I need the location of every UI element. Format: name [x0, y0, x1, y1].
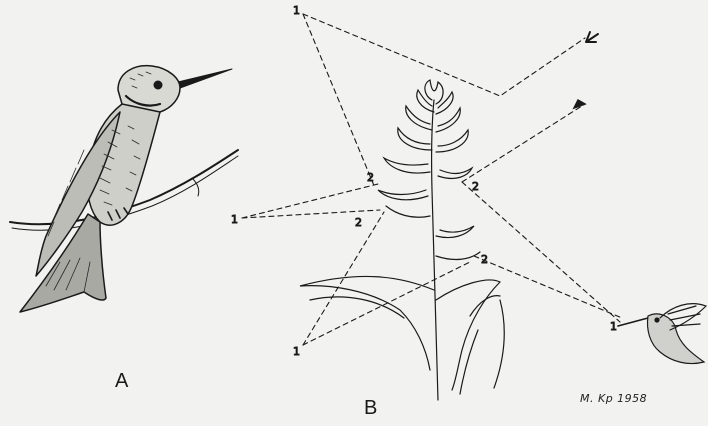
- panel-b-flight-diagram: 1 1 1 1 2 2 2 2: [231, 4, 706, 400]
- label-start-left: 1: [231, 213, 238, 226]
- arrow-out-icon: [574, 100, 585, 108]
- arrow-in-icon: [586, 32, 598, 42]
- label-flower-3: 2: [472, 180, 479, 193]
- panel-label-a: A: [115, 370, 128, 393]
- label-start-right: 1: [610, 320, 617, 333]
- flower-plant: [300, 80, 504, 400]
- hummingbird-eye: [154, 81, 162, 89]
- hovering-hummingbird: [618, 304, 706, 364]
- label-start-bottom: 1: [293, 345, 300, 358]
- panel-a-hummingbird-drawing: [10, 66, 238, 312]
- path-labels: 1 1 1 1 2 2 2 2: [231, 4, 617, 358]
- panel-label-b: B: [364, 397, 377, 420]
- label-start-top: 1: [293, 4, 300, 17]
- hummingbird-bill: [178, 69, 232, 88]
- artist-signature: M. Kp 1958: [580, 392, 647, 405]
- label-flower-2: 2: [355, 216, 362, 229]
- label-flower-1: 2: [367, 171, 374, 184]
- label-flower-4: 2: [481, 253, 488, 266]
